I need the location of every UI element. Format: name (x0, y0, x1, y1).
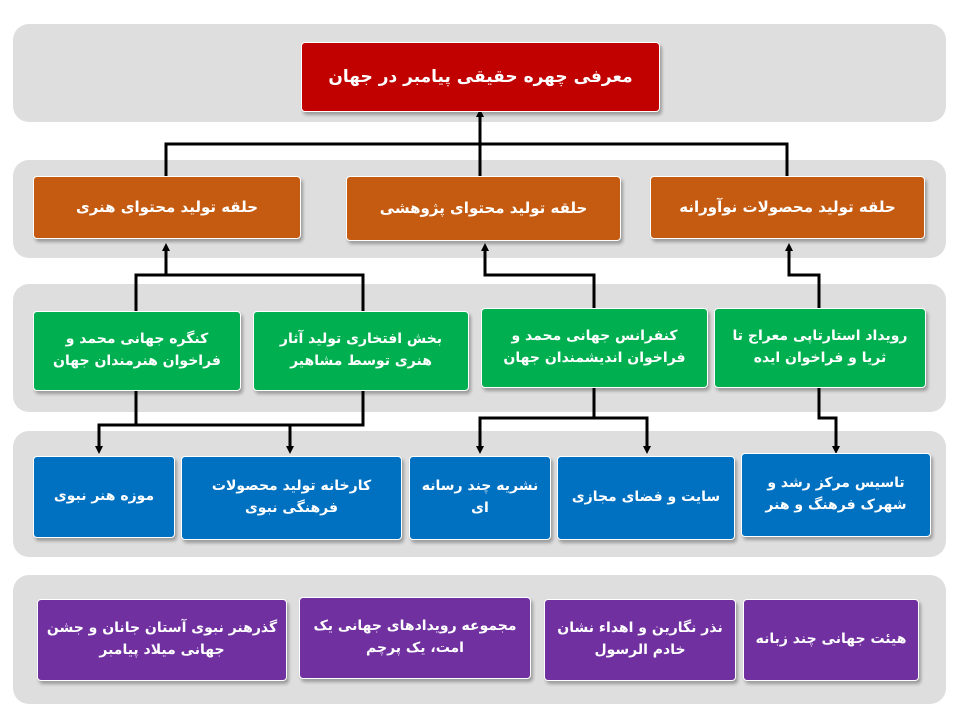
output-label: سایت و فضای مجازی (571, 489, 721, 506)
circle-label: حلقه تولید محتوای پژوهشی (379, 198, 588, 217)
event-label: هیئت جهانی چند زبانه (755, 631, 907, 648)
event-label: نذر نگارین و اهداء نشان خادم الرسول (557, 620, 723, 658)
circle-label: حلقه تولید محتوای هنری (75, 197, 259, 216)
circle-innovation-products: حلقه تولید محصولات نوآورانه (650, 176, 925, 239)
event-naznegarin: نذر نگارین و اهداء نشان خادم الرسول (544, 599, 736, 681)
event-one-nation: مجموعه رویدادهای جهانی یک امت، یک پرچم (299, 597, 531, 679)
output-label: موزه هنر نبوی (53, 488, 155, 505)
program-label: بخش افتخاری تولید آثار هنری توسط مشاهیر (279, 331, 443, 369)
event-world-delegation: هیئت جهانی چند زبانه (743, 599, 919, 681)
output-incubator-center: تاسیس مرکز رشد و شهرک فرهنگ و هنر (741, 453, 931, 537)
output-label: تاسیس مرکز رشد و شهرک فرهنگ و هنر (765, 475, 907, 513)
program-label: کنفرانس جهانی محمد و فراخوان اندیشمندان … (503, 328, 686, 366)
title-label: معرفی چهره حقیقی پیامبر در جهان (328, 66, 633, 87)
output-website: سایت و فضای مجازی (557, 456, 735, 540)
output-museum: موزه هنر نبوی (33, 456, 175, 538)
program-label: کنگره جهانی محمد و فراخوان هنرمندان جهان (53, 331, 221, 369)
circle-research-content: حلقه تولید محتوای پژوهشی (346, 176, 621, 241)
output-journal: نشریه چند رسانه ای (409, 456, 551, 540)
circle-label: حلقه تولید محصولات نوآورانه (679, 197, 896, 216)
output-label: کارخانه تولید محصولات فرهنگی نبوی (211, 478, 372, 516)
title-box: معرفی چهره حقیقی پیامبر در جهان (301, 42, 660, 112)
program-world-congress: کنگره جهانی محمد و فراخوان هنرمندان جهان (33, 311, 241, 391)
event-label: گذرهنر نبوی آستان جانان و جشن جهانی میلا… (46, 620, 278, 658)
program-honorary-section: بخش افتخاری تولید آثار هنری توسط مشاهیر (253, 311, 469, 391)
event-label: مجموعه رویدادهای جهانی یک امت، یک پرچم (313, 618, 517, 656)
output-factory: کارخانه تولید محصولات فرهنگی نبوی (181, 456, 402, 540)
event-art-passage: گذرهنر نبوی آستان جانان و جشن جهانی میلا… (37, 599, 287, 681)
program-world-conference: کنفرانس جهانی محمد و فراخوان اندیشمندان … (481, 308, 708, 388)
program-startup-event: رویداد استارتاپی معراج تا ثریا و فراخوان… (714, 308, 926, 388)
output-label: نشریه چند رسانه ای (421, 478, 539, 516)
program-label: رویداد استارتاپی معراج تا ثریا و فراخوان… (732, 328, 908, 366)
circle-art-content: حلقه تولید محتوای هنری (33, 176, 301, 239)
